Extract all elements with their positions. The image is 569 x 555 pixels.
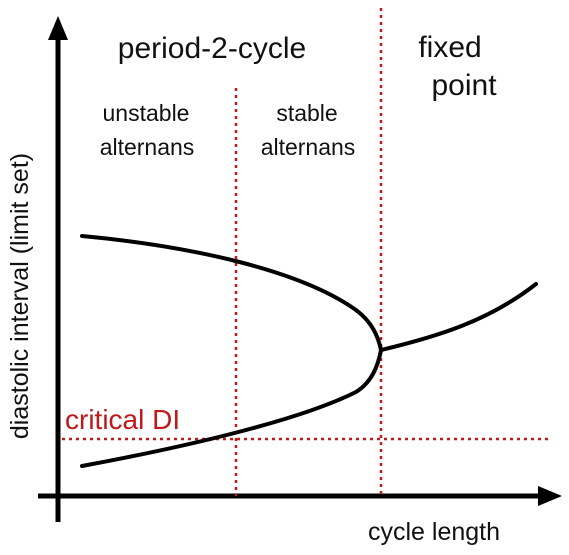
y-axis-label: diastolic interval (limit set) bbox=[6, 153, 34, 439]
label-stable-alternans: alternans bbox=[261, 134, 356, 160]
x-axis-arrow-icon bbox=[538, 486, 562, 506]
label-stable: stable bbox=[276, 100, 337, 126]
fixed-point-curve bbox=[379, 282, 538, 352]
label-unstable: unstable bbox=[103, 100, 190, 126]
label-unstable-alternans: alternans bbox=[100, 134, 195, 160]
y-axis-arrow-icon bbox=[48, 16, 68, 40]
label-critical-di: critical DI bbox=[65, 404, 180, 435]
label-fixed: fixed bbox=[418, 31, 481, 64]
x-axis-label: cycle length bbox=[368, 518, 500, 546]
label-period-2-cycle: period-2-cycle bbox=[118, 32, 306, 65]
lower-branch-curve bbox=[80, 348, 383, 468]
upper-branch-curve bbox=[80, 234, 383, 352]
label-point: point bbox=[431, 69, 497, 102]
